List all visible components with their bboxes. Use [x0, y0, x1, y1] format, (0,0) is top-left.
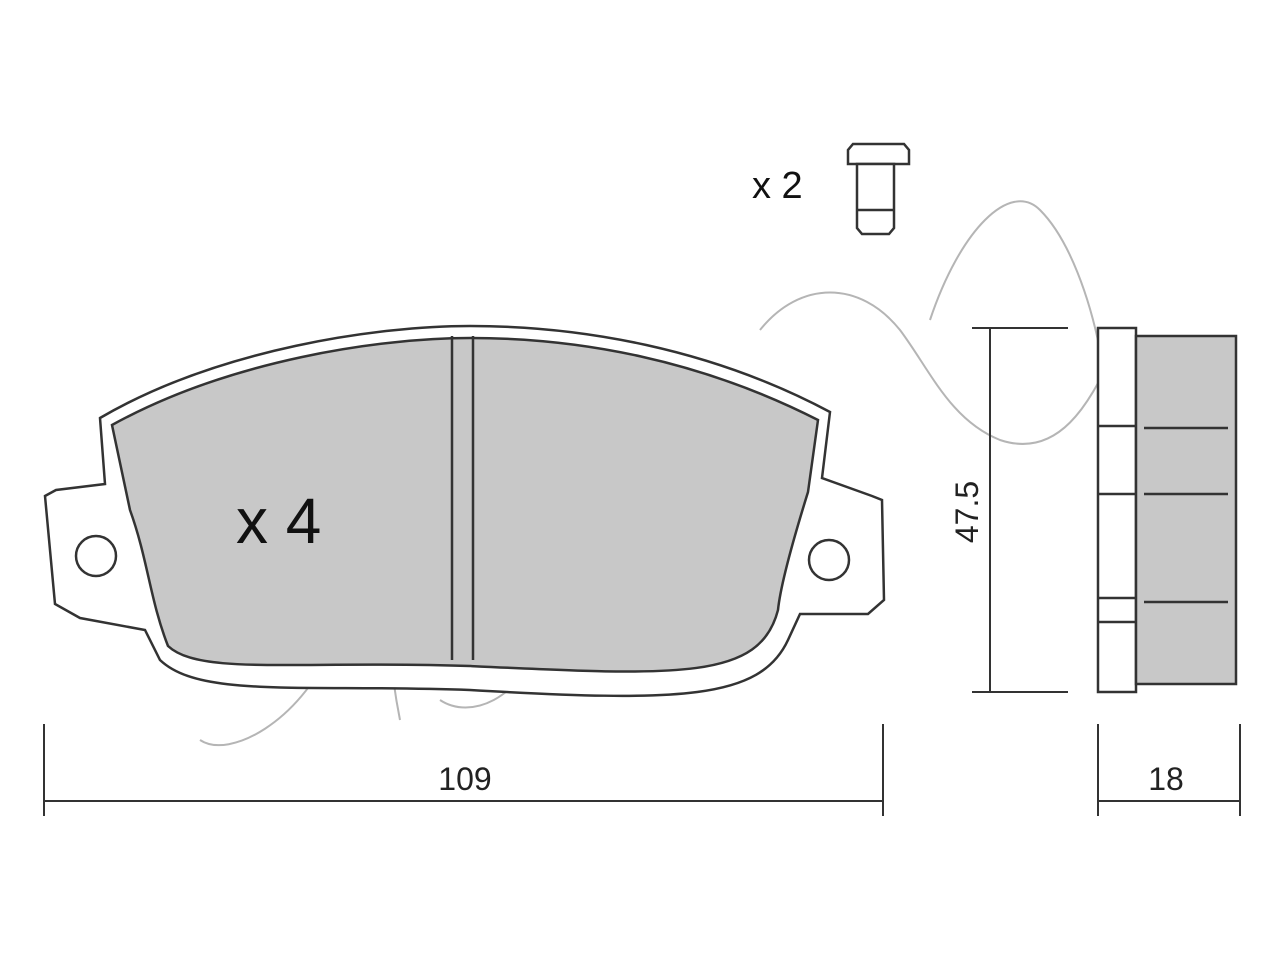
brake-pad-front-view: x 4 [43, 324, 886, 698]
height-dimension: 47.5 [949, 327, 1068, 693]
retaining-pin: x 2 [752, 142, 911, 236]
brake-pad-side-view [1096, 326, 1238, 694]
width-dimension-label: 109 [438, 761, 491, 797]
watermark-stroke-5 [759, 291, 1111, 445]
thickness-dimension: 18 [1097, 724, 1241, 816]
width-dimension: 109 [43, 724, 884, 816]
mounting-hole-left [74, 534, 118, 578]
side-friction-material [1134, 334, 1238, 686]
pin-quantity-label: x 2 [752, 165, 803, 207]
height-dimension-label: 47.5 [949, 481, 985, 543]
pad-quantity-label: x 4 [236, 485, 321, 557]
thickness-dimension-label: 18 [1148, 761, 1184, 797]
watermark-stroke-6 [929, 200, 1101, 351]
pin-head [846, 142, 911, 166]
mounting-hole-right [807, 538, 851, 582]
friction-material [110, 336, 820, 673]
pin-shank [855, 162, 896, 236]
side-backing-plate [1096, 326, 1138, 694]
